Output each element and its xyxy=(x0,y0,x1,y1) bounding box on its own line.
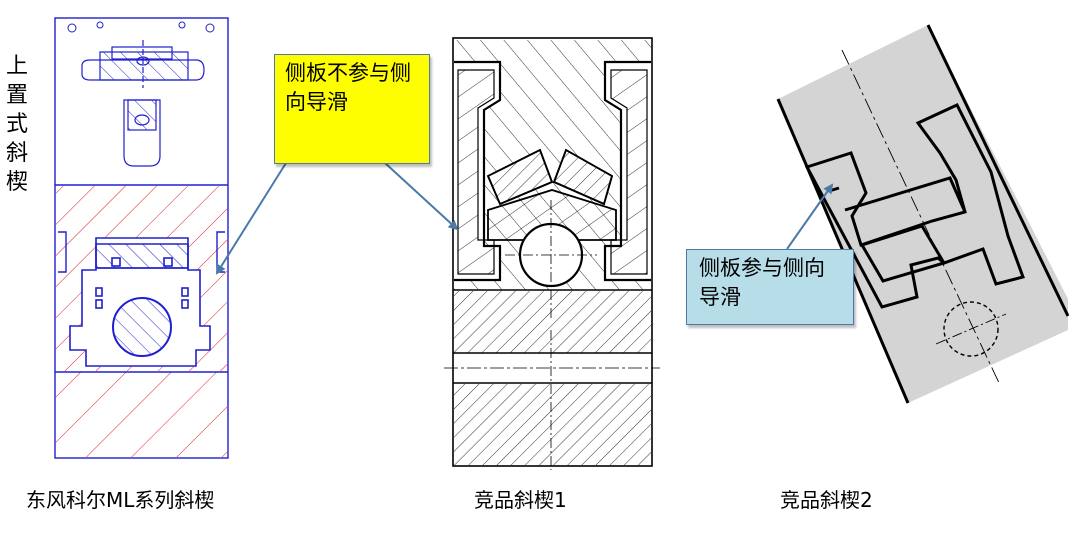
callout-text: 侧板参与侧向导滑 xyxy=(699,256,825,309)
vertical-label-char: 斜 xyxy=(5,141,28,166)
arrow-to-left-guide xyxy=(215,162,287,275)
vertical-label-char: 上 xyxy=(5,54,28,79)
right-drawing xyxy=(776,24,1069,404)
caption-middle: 竞品斜楔1 xyxy=(474,488,567,512)
middle-drawing xyxy=(444,37,660,470)
key-block xyxy=(123,99,161,167)
caption-right: 竞品斜楔2 xyxy=(780,488,873,512)
left-drawing xyxy=(54,17,229,459)
arrow-to-middle-flange xyxy=(384,162,459,231)
slot-block xyxy=(81,40,205,88)
vertical-label-char: 置 xyxy=(5,83,28,108)
caption-left: 东风科尔ML系列斜楔 xyxy=(26,488,215,512)
vertical-label-char: 楔 xyxy=(5,170,28,195)
vertical-label: 上 置 式 斜 楔 xyxy=(4,52,30,197)
callout-text: 侧板不参与侧向导滑 xyxy=(285,61,411,114)
callout-side-plate-guiding: 侧板参与侧向导滑 xyxy=(686,249,854,325)
mounting-holes xyxy=(67,21,215,33)
callout-arrows xyxy=(215,162,834,275)
vertical-label-char: 式 xyxy=(5,112,28,137)
callout-side-plate-not-guiding: 侧板不参与侧向导滑 xyxy=(274,54,430,164)
arrow-to-right-guide xyxy=(786,183,834,250)
left-cavity xyxy=(69,237,211,367)
